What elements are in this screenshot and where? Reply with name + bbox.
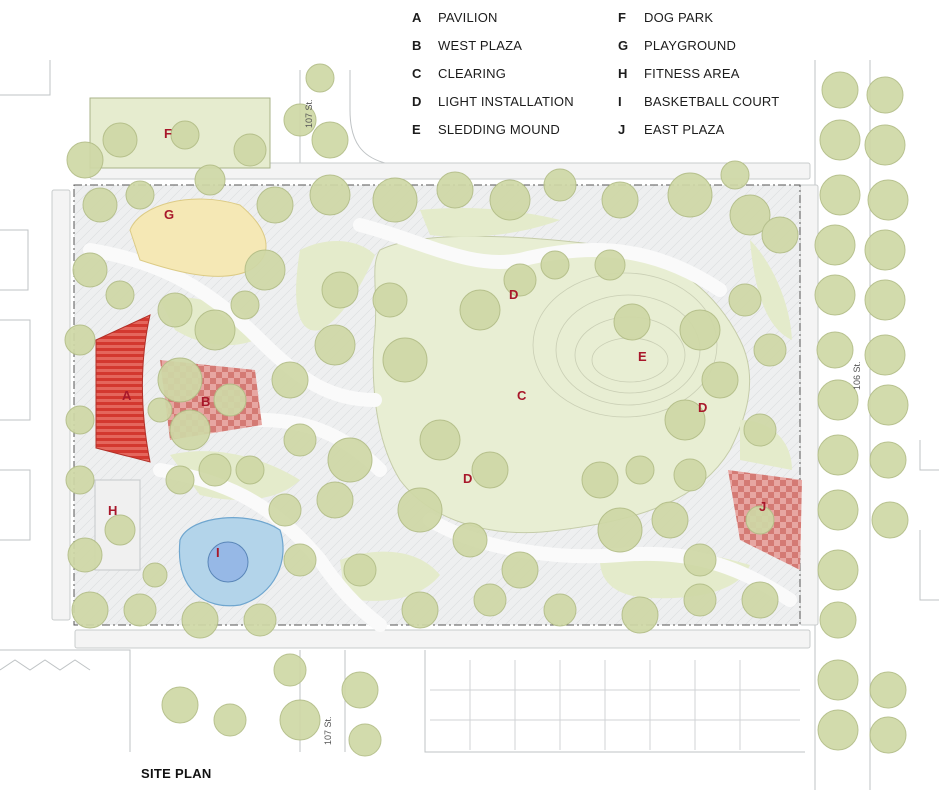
zone-letter-d-east: D [698,400,707,415]
street-labels: 107 St. 107 St. 106 St. [304,99,862,745]
zone-letter-d-south: D [463,471,472,486]
zone-letter-e: E [638,349,647,364]
site-plan-title: SITE PLAN [141,766,212,781]
zone-playground [129,198,267,277]
zone-letter-d-north: D [509,287,518,302]
zone-letter-a: A [122,388,132,403]
zone-basketball-court [178,517,284,607]
zone-letter-f: F [164,126,172,141]
zone-letter-j: J [759,499,766,514]
zone-letter-h: H [108,503,117,518]
street-label-106: 106 St. [852,361,862,390]
zone-pavilion [95,314,151,463]
zone-letter-c: C [517,388,527,403]
zone-letters: A B C D D D E F G H I J [108,126,766,560]
zone-letter-b: B [201,394,210,409]
zone-letter-i: I [216,545,220,560]
trees [64,63,909,757]
zone-letter-g: G [164,207,174,222]
parking-stripes [430,660,800,750]
street-label-107-north: 107 St. [304,99,314,128]
street-label-107-south: 107 St. [323,716,333,745]
